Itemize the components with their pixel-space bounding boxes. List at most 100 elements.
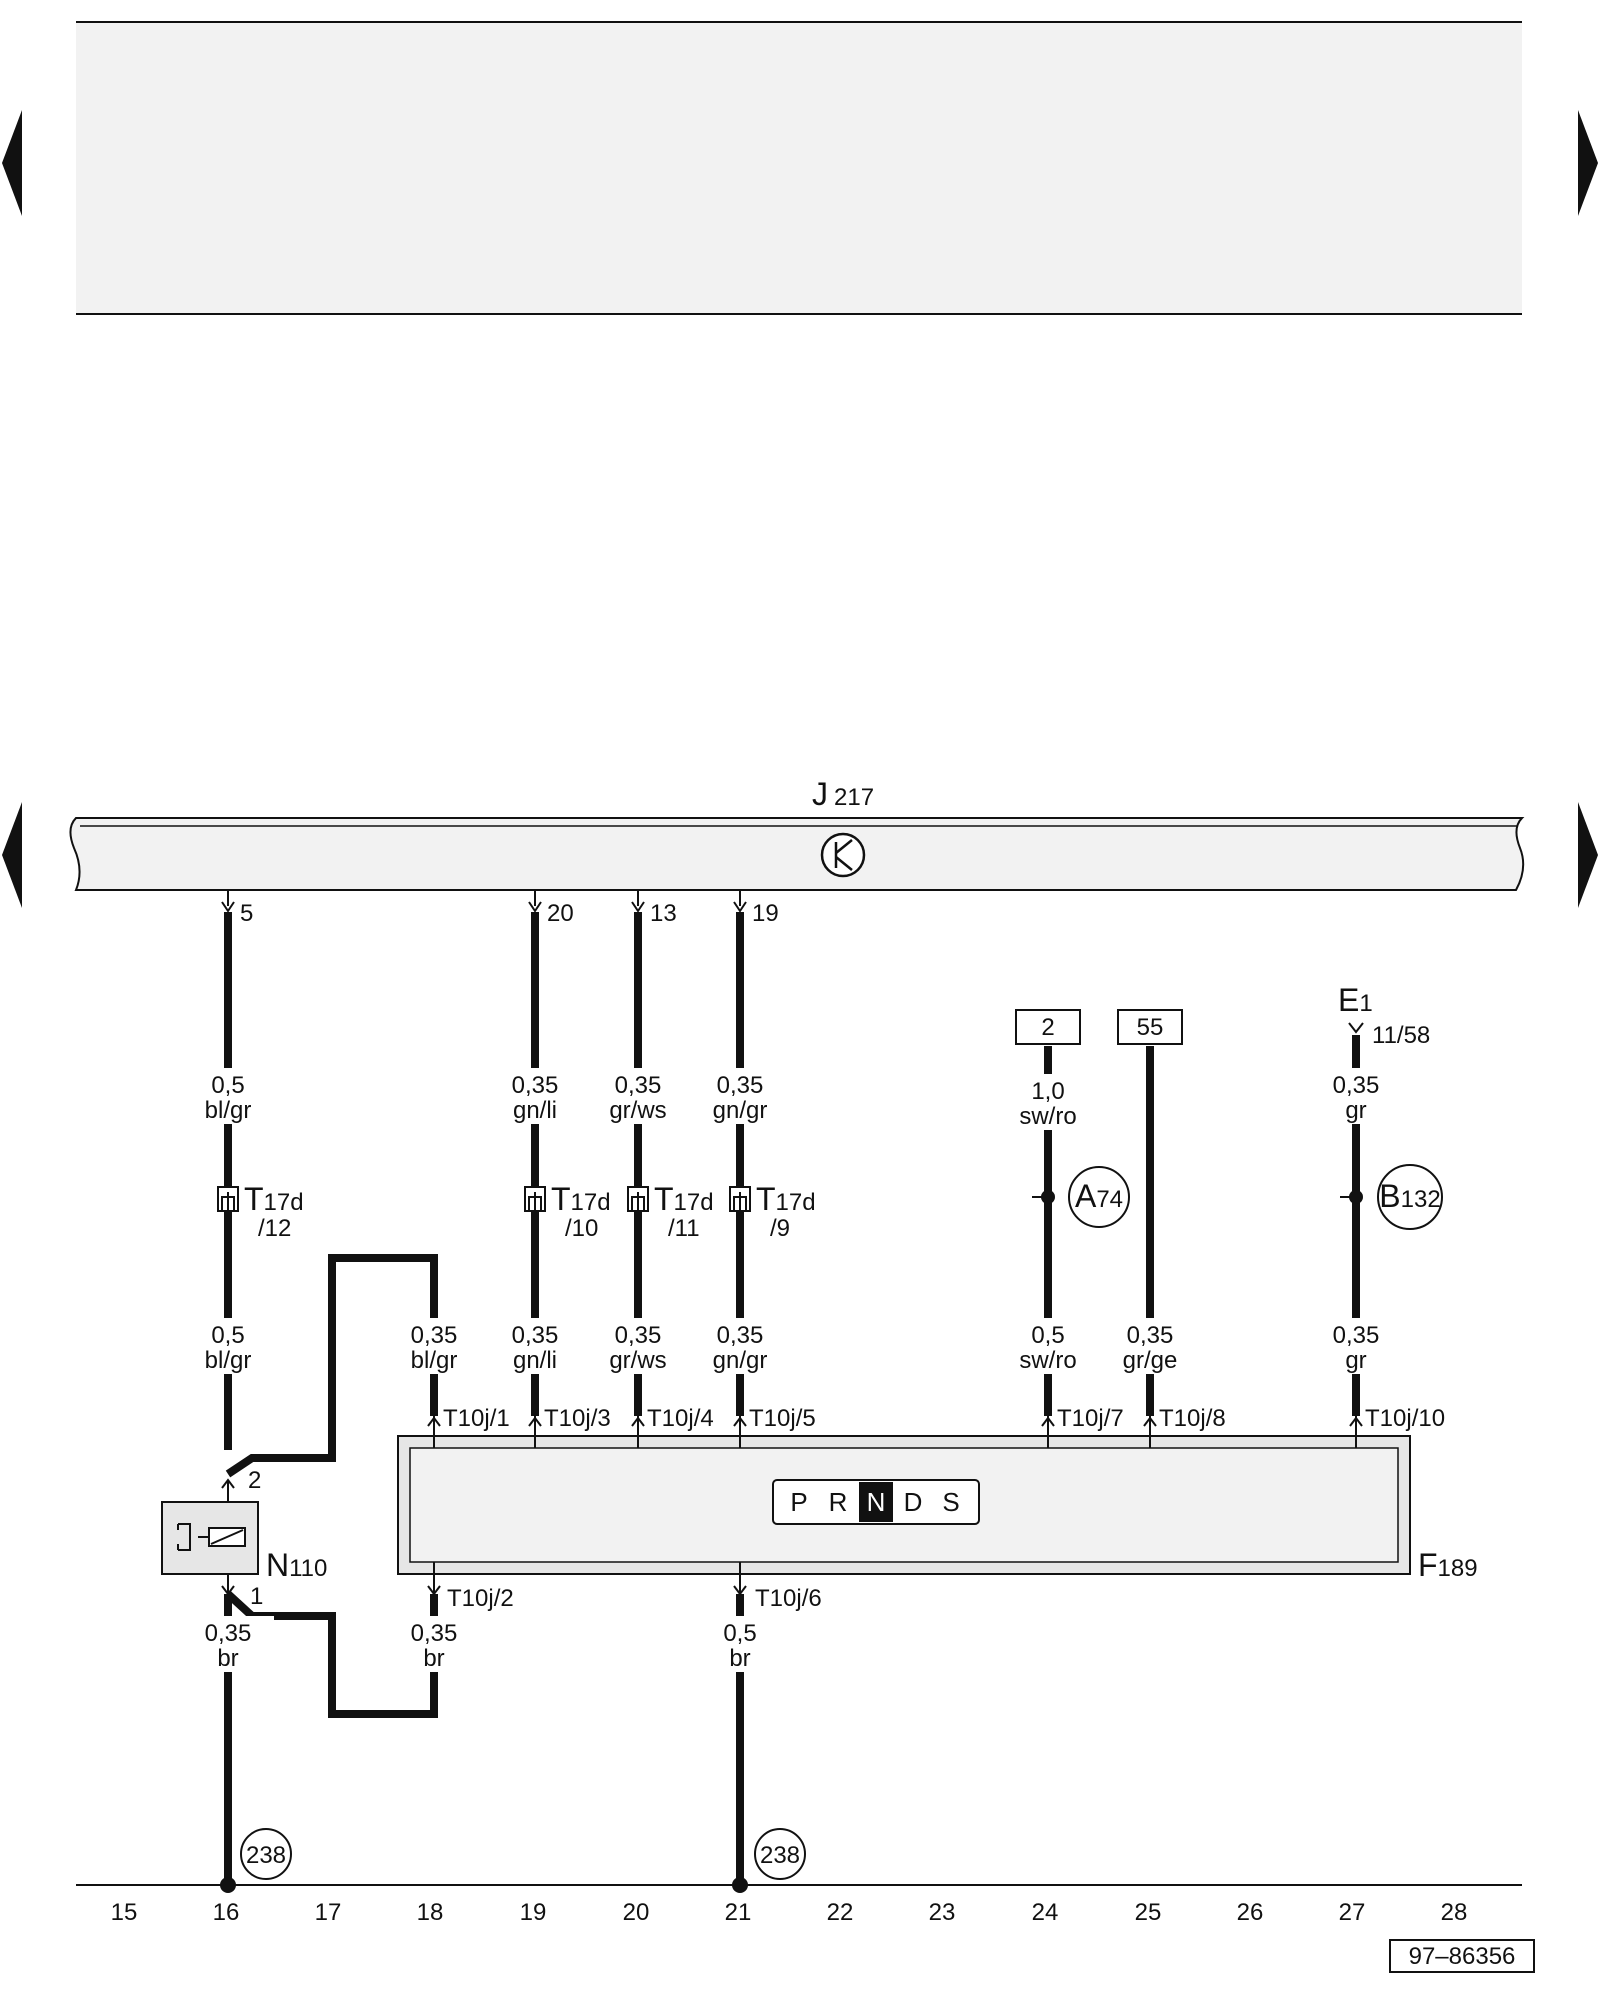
- n110-pins: [221, 1478, 235, 1596]
- t10j-pin-label: T10j/4: [647, 1405, 714, 1432]
- ref-box-55[interactable]: [1117, 1009, 1183, 1045]
- wire-color: br: [729, 1645, 750, 1672]
- track-number: 22: [827, 1899, 854, 1926]
- t17d-label: T17d: [244, 1181, 304, 1217]
- track-number: 28: [1441, 1899, 1468, 1926]
- j217-pin-label: 20: [547, 900, 574, 927]
- transistor-icon-emitter: [835, 856, 853, 871]
- label-masks: [182, 1068, 1402, 1672]
- track-number: 24: [1032, 1899, 1059, 1926]
- gear-letters: P R N D S: [790, 1487, 959, 1517]
- track-number: 17: [315, 1899, 342, 1926]
- gear-letter-active: N: [867, 1487, 886, 1517]
- wire-color: sw/ro: [1019, 1347, 1076, 1374]
- f189-bottom-pins: [427, 1562, 747, 1596]
- wire-size: 0,5: [723, 1620, 756, 1647]
- wire-size: 0,35: [615, 1322, 662, 1349]
- n110-pin-label: 2: [248, 1467, 261, 1494]
- t17d-pin-label: /9: [770, 1215, 790, 1242]
- wire-loop-to-t10j1: [225, 1254, 438, 1478]
- t17d-labels: T17d /12 T17d /10 T17d /11 T17d /9: [244, 1181, 816, 1242]
- t10j-pin-label: T10j/7: [1057, 1405, 1124, 1432]
- splice-b132-label: B132: [1379, 1178, 1440, 1214]
- wire-color: br: [423, 1645, 444, 1672]
- ref-box-2-label: 2: [1041, 1014, 1054, 1041]
- track-number: 20: [623, 1899, 650, 1926]
- track-number: 18: [417, 1899, 444, 1926]
- wire-size: 0,35: [1127, 1322, 1174, 1349]
- wire-color: gr/ge: [1123, 1347, 1178, 1374]
- transistor-icon-collector: [835, 839, 853, 854]
- t17d-pin-label: /11: [668, 1215, 700, 1242]
- wire-color: gn/li: [513, 1097, 557, 1124]
- wire-color: gn/gr: [713, 1347, 768, 1374]
- splice-b132-marker[interactable]: [1377, 1164, 1443, 1230]
- j217-pin-label: 5: [240, 900, 253, 927]
- splice-a74-dot: [1041, 1190, 1055, 1204]
- ground-point-marker[interactable]: [240, 1828, 292, 1880]
- gear-letter: D: [904, 1487, 923, 1517]
- next-page-arrow-bottom[interactable]: [1578, 802, 1598, 908]
- wire-color: bl/gr: [205, 1347, 252, 1374]
- t10j-pin-label: T10j/5: [749, 1405, 816, 1432]
- track-number: 26: [1237, 1899, 1264, 1926]
- wire-size: 0,35: [411, 1620, 458, 1647]
- splice-b132-dot: [1349, 1190, 1363, 1204]
- wire-color: gr/ws: [609, 1097, 666, 1124]
- track-number: 16: [213, 1899, 240, 1926]
- wire-color: bl/gr: [205, 1097, 252, 1124]
- solenoid-icon: [177, 1523, 246, 1551]
- t17d-label: T17d: [756, 1181, 816, 1217]
- t17d-pin-label: /10: [565, 1215, 598, 1242]
- t10j-pin-label: T10j/6: [755, 1585, 822, 1612]
- wire-size: 0,5: [211, 1322, 244, 1349]
- wire-color: br: [217, 1645, 238, 1672]
- wire-size: 0,35: [615, 1072, 662, 1099]
- splice-a74-label: A74: [1075, 1178, 1123, 1214]
- upper-wire-labels: 0,5 bl/gr 0,35 gn/li 0,35 gr/ws 0,35 gn/…: [205, 1072, 1380, 1130]
- track-number: 23: [929, 1899, 956, 1926]
- e1-pin-connector: [1348, 1022, 1364, 1034]
- track-number: 25: [1135, 1899, 1162, 1926]
- wire-size: 0,35: [512, 1072, 559, 1099]
- next-page-arrow-top[interactable]: [1578, 110, 1598, 216]
- ground-point-label: 238: [246, 1842, 286, 1869]
- j217-pin-labels: 5 20 13 19: [240, 900, 779, 927]
- track-number: 19: [520, 1899, 547, 1926]
- t17d-pin-label: /12: [258, 1215, 291, 1242]
- gear-letter: P: [790, 1487, 807, 1517]
- wire-color: sw/ro: [1019, 1103, 1076, 1130]
- ref-box-2[interactable]: [1015, 1009, 1081, 1045]
- wire-size: 1,0: [1031, 1078, 1064, 1105]
- ground-point-label: 238: [760, 1842, 800, 1869]
- wire-color: gr/ws: [609, 1347, 666, 1374]
- n110-pin-label: 1: [250, 1583, 263, 1610]
- n110-label: N110: [266, 1547, 327, 1583]
- t17d-label: T17d: [551, 1181, 611, 1217]
- t10j-pin-label: T10j/3: [544, 1405, 611, 1432]
- t17d-connector-marks: [221, 1192, 747, 1211]
- diagram-id: 97–86356: [1409, 1943, 1516, 1970]
- wire-size: 0,35: [1333, 1072, 1380, 1099]
- prev-page-arrow-top[interactable]: [2, 110, 22, 216]
- ground-point-marker[interactable]: [754, 1828, 806, 1880]
- prev-page-arrow-bottom[interactable]: [2, 802, 22, 908]
- e1-pin-label: 11/58: [1372, 1022, 1430, 1049]
- wire-color: gn/li: [513, 1347, 557, 1374]
- wire-size: 0,35: [411, 1322, 458, 1349]
- wire-size: 0,35: [512, 1322, 559, 1349]
- transistor-icon: [820, 832, 866, 878]
- wire-size: 0,35: [1333, 1322, 1380, 1349]
- splice-a74-marker[interactable]: [1068, 1166, 1130, 1228]
- track-number: 27: [1339, 1899, 1366, 1926]
- wire-loop-to-t10j2: [225, 1591, 438, 1718]
- j217-control-unit: [69, 817, 1525, 891]
- t10j-pin-label: T10j/10: [1365, 1405, 1445, 1432]
- j217-pin-label: 19: [752, 900, 779, 927]
- gear-letter: S: [942, 1487, 959, 1517]
- wire-color: gr: [1345, 1097, 1366, 1124]
- wire-color: gn/gr: [713, 1097, 768, 1124]
- gear-active-highlight: [859, 1482, 893, 1522]
